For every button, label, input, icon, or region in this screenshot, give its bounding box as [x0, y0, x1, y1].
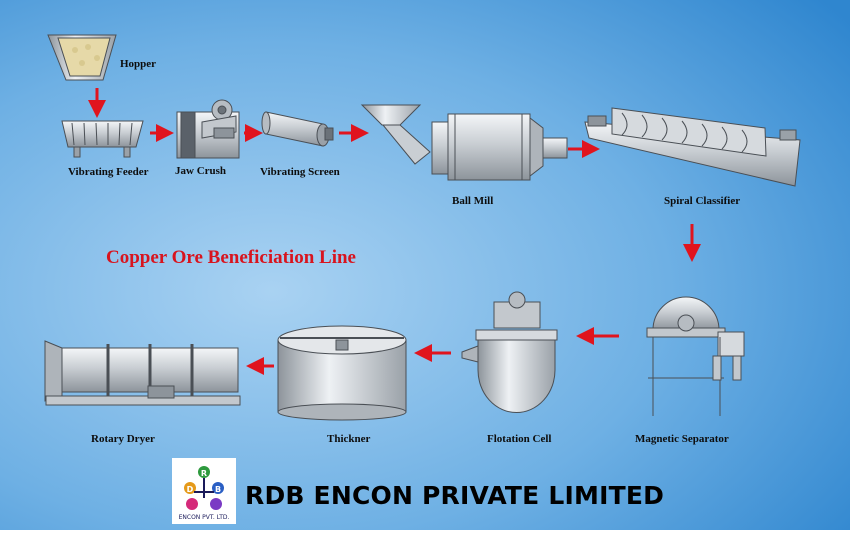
- label-flotation-cell: Flotation Cell: [487, 433, 552, 445]
- vibrating-screen-machine: [261, 111, 334, 147]
- logo-letter-b: B: [215, 485, 221, 494]
- label-spiral-classifier: Spiral Classifier: [664, 195, 741, 207]
- vibrating-feeder-machine: [61, 120, 144, 158]
- label-magnetic-separator: Magnetic Separator: [635, 433, 729, 445]
- hopper-machine: [47, 34, 117, 81]
- company-logo: R D B ENCON PVT. LTD.: [172, 458, 236, 524]
- thickner-machine: [277, 325, 407, 421]
- flotation-cell-machine: [461, 291, 558, 413]
- label-hopper: Hopper: [120, 58, 157, 70]
- spiral-classifier-machine: [584, 107, 801, 187]
- label-rotary-dryer: Rotary Dryer: [91, 433, 155, 445]
- label-vibrating-feeder: Vibrating Feeder: [68, 166, 149, 178]
- flow-arrows: [88, 88, 701, 375]
- logo-letter-d: D: [187, 485, 194, 494]
- company-name: RDB ENCON PRIVATE LIMITED: [245, 481, 665, 510]
- rotary-dryer-machine: [44, 340, 241, 406]
- ball-mill-machine: [360, 104, 568, 181]
- logo-letter-r: R: [201, 469, 207, 478]
- logo-caption: ENCON PVT. LTD.: [178, 514, 230, 521]
- diagram-title: Copper Ore Beneficiation Line: [106, 247, 356, 268]
- magnetic-separator-machine: [646, 296, 745, 416]
- jaw-crush-machine: [176, 99, 240, 159]
- logo-mark-icon: R D B: [184, 466, 224, 510]
- label-thickner: Thickner: [327, 433, 371, 445]
- label-vibrating-screen: Vibrating Screen: [260, 166, 340, 178]
- label-jaw-crush: Jaw Crush: [175, 165, 227, 177]
- label-ball-mill: Ball Mill: [452, 195, 494, 207]
